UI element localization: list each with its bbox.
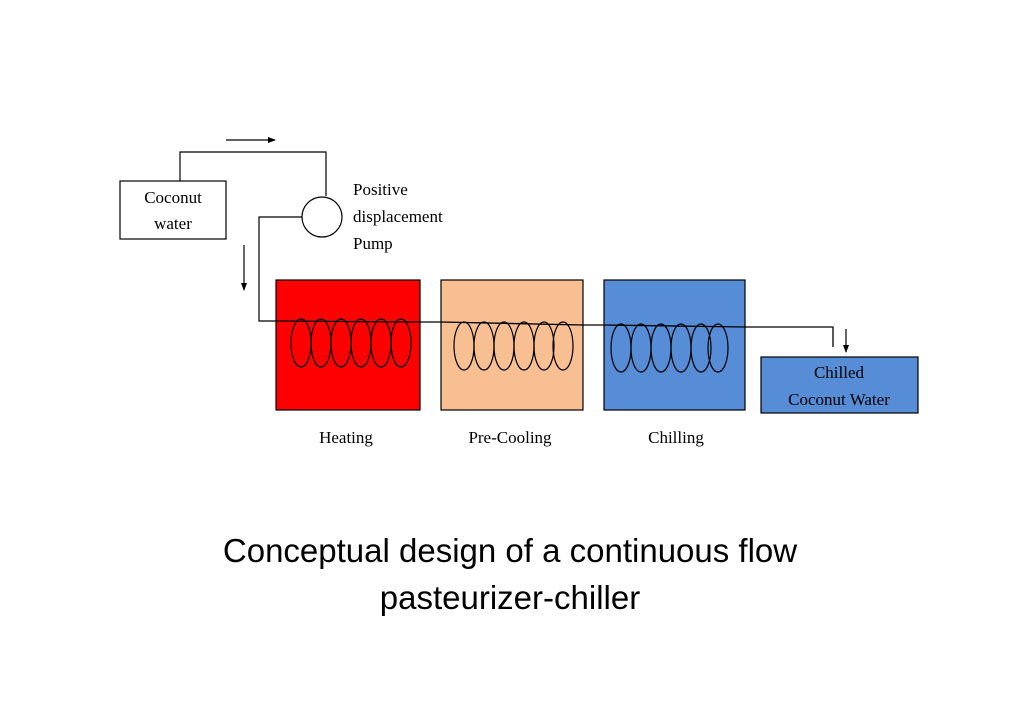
stage-heating: Heating: [275, 279, 421, 447]
source-box: Coconut water: [119, 180, 227, 240]
chilling-coil: [610, 323, 729, 373]
stage-chilling-label: Chilling: [648, 428, 704, 447]
stage-pre-cooling-label: Pre-Cooling: [468, 428, 552, 447]
pump-label-line1: Positive: [353, 180, 408, 199]
caption-line2: pasteurizer-chiller: [380, 579, 640, 616]
output-box-line2: Coconut Water: [788, 390, 890, 409]
output-box: Chilled Coconut Water: [760, 356, 919, 414]
pump-icon: [301, 196, 343, 238]
source-box-line2: water: [154, 214, 192, 233]
pump-label-line3: Pump: [353, 234, 393, 253]
stage-chilling-box: [603, 279, 746, 411]
stage-heating-label: Heating: [319, 428, 373, 447]
pump-label-line2: displacement: [353, 207, 443, 226]
source-box-line1: Coconut: [144, 188, 202, 207]
output-box-line1: Chilled: [814, 363, 865, 382]
pre-cooling-coil: [453, 321, 574, 371]
caption-line1: Conceptual design of a continuous flow: [223, 532, 797, 569]
output-box-rect: [760, 356, 919, 414]
stage-heating-box: [275, 279, 421, 411]
stage-pre-cooling-box: [440, 279, 584, 411]
inlet-pipe: [179, 151, 327, 196]
stage-pre-cooling: Pre-Cooling: [440, 279, 584, 447]
heating-coil: [290, 318, 412, 368]
process-line: [275, 320, 834, 347]
stage-chilling: Chilling: [603, 279, 746, 447]
pump-outlet-pipe: [258, 216, 302, 322]
